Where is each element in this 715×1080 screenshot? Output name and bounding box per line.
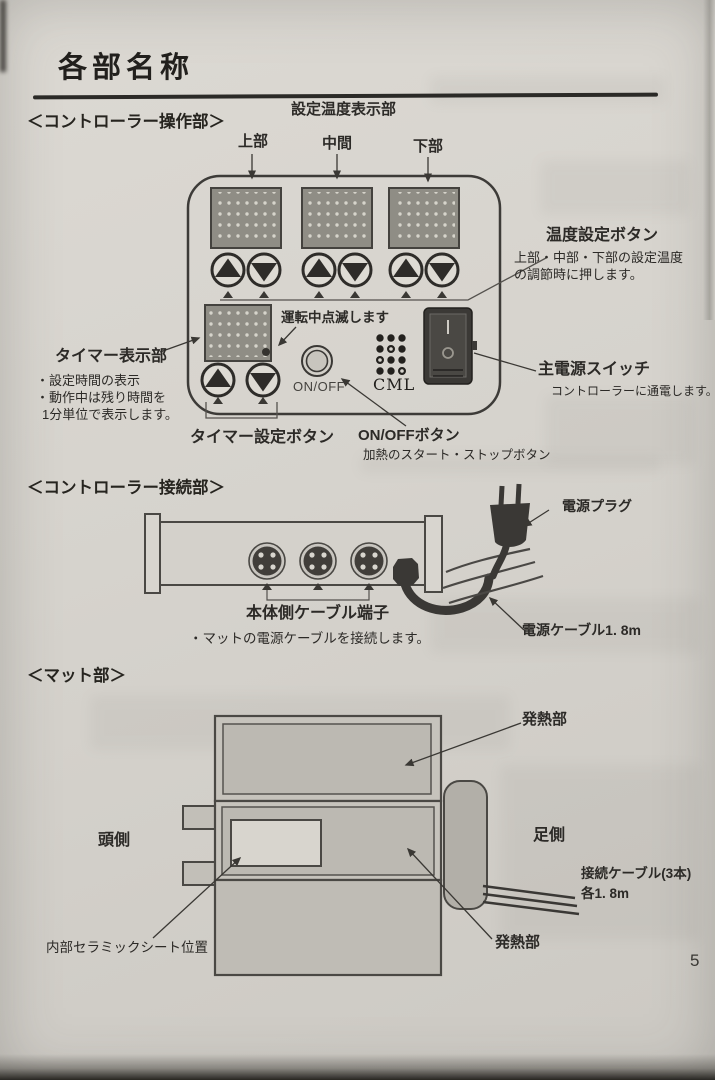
mat-diagram [152, 714, 580, 977]
plug-label: 電源プラグ [562, 498, 632, 514]
ceramic-sheet-area [230, 819, 322, 867]
temp-buttons-pointer [220, 257, 547, 301]
temp-up-button-3 [388, 252, 424, 288]
timer-buttons-bracket [205, 397, 278, 419]
controller-leaders [159, 154, 537, 427]
blink-note-label: 運転中点滅します [281, 310, 389, 325]
onoff-button-desc: 加熱のスタート・ストップボタン [363, 448, 551, 462]
controller-outline [186, 174, 502, 416]
heat-bottom-label: 発熱部 [495, 934, 541, 951]
zone-lower-label: 下部 [413, 138, 444, 155]
mat-bottom-section [213, 878, 443, 977]
terminals-bracket [262, 583, 374, 601]
onoff-button-title: ON/OFFボタン [358, 427, 460, 444]
controller-diagram [159, 154, 547, 427]
temp-up-button-1 [210, 252, 246, 288]
temp-display-upper [210, 187, 282, 249]
terminal-desc: ・マットの電源ケーブルを接続します。 [189, 631, 430, 646]
timer-display [204, 304, 272, 362]
cml-brand-text: CML [373, 375, 416, 394]
temp-display-lower [388, 187, 460, 249]
blink-indicator [262, 348, 270, 356]
timer-display-title: タイマー表示部 [55, 348, 168, 365]
cable-plug-connector [393, 558, 419, 586]
bar-left-cap [144, 513, 161, 594]
main-switch-desc: コントローラーに通電します。 [551, 384, 715, 398]
zone-upper-label: 上部 [238, 133, 269, 150]
mat-top-heater [222, 723, 432, 795]
mat-left-tab-1 [182, 805, 216, 830]
controller-section-heading: ＜コントローラー操作部＞ [27, 113, 225, 131]
timer-up-button [200, 362, 236, 398]
temp-button-desc1: 上部・中部・下部の設定温度 [514, 250, 684, 265]
zone-middle-label: 中間 [322, 135, 353, 152]
main-power-switch [423, 307, 477, 385]
timer-down-button [245, 362, 281, 398]
page-edge-bottom [0, 1054, 715, 1080]
connection-section-heading: ＜コントローラー接続部＞ [27, 479, 225, 497]
temp-button-title: 温度設定ボタン [546, 227, 659, 244]
bar-right-cap [424, 515, 443, 593]
temp-button-desc2: の調節時に押します。 [514, 267, 643, 282]
onoff-engraving: ON/OFF [293, 379, 346, 394]
head-side-label: 頭側 [98, 832, 131, 849]
mat-cable-label2: 各1. 8m [581, 886, 630, 901]
page-edge-right [703, 0, 715, 320]
mat-connection-cables [482, 884, 580, 916]
foot-side-label: 足側 [533, 827, 566, 844]
timer-display-desc1: ・設定時間の表示 [36, 373, 141, 388]
onoff-button [301, 345, 333, 377]
power-plug-icon [489, 483, 530, 580]
mat-left-tab-2 [182, 861, 216, 886]
mat-section-heading: ＜マット部＞ [27, 667, 126, 685]
ceramic-sheet-label: 内部セラミックシート位置 [46, 940, 208, 955]
connection-diagram [144, 483, 550, 631]
cable-terminals [248, 542, 388, 580]
terminal-title: 本体側ケーブル端子 [246, 605, 390, 622]
cable-break-marks [442, 547, 544, 605]
cml-logo-dots [376, 334, 407, 376]
timer-display-desc3: 1分単位で表示します。 [42, 407, 178, 422]
temp-down-button-1 [246, 252, 282, 288]
page-edge-topleft [0, 0, 6, 72]
temp-down-button-2 [337, 252, 373, 288]
mat-connector-pocket [443, 780, 488, 910]
timer-button-title: タイマー設定ボタン [190, 429, 335, 446]
power-cable-label: 電源ケーブル1. 8m [522, 622, 641, 638]
temp-display-middle [301, 187, 373, 249]
main-switch-title: 主電源スイッチ [538, 361, 651, 378]
page-number: 5 [690, 951, 700, 970]
mat-leaders [152, 722, 522, 940]
temp-up-button-2 [301, 252, 337, 288]
mat-cable-label1: 接続ケーブル(3本) [581, 866, 692, 881]
page-title: 各部名称 [58, 52, 195, 84]
display-title-label: 設定温度表示部 [291, 101, 397, 118]
terminal-bar [157, 521, 428, 586]
temp-down-button-3 [424, 252, 460, 288]
power-cable [400, 573, 494, 615]
heat-top-label: 発熱部 [522, 711, 568, 728]
timer-display-desc2: ・動作中は残り時間を [36, 390, 167, 405]
connection-leaders [488, 509, 550, 631]
